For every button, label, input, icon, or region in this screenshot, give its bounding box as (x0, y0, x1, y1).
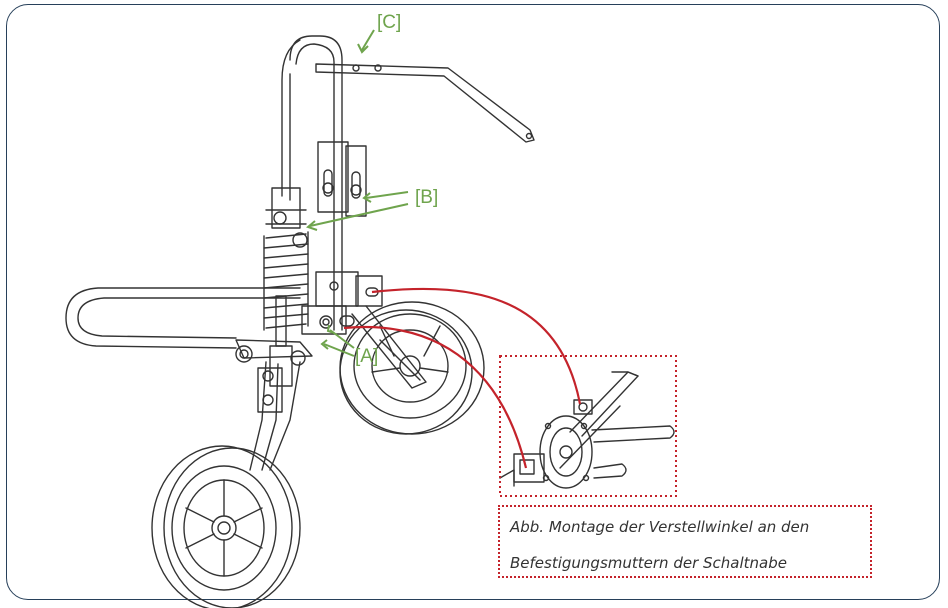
top-bar (315, 63, 535, 143)
footrest-frame (65, 287, 313, 366)
callout-lines (343, 287, 582, 469)
caption-line-1: Abb. Montage der Verstellwinkel an den (510, 518, 810, 536)
pointer-arrows (306, 29, 409, 357)
caption-box: Abb. Montage der Verstellwinkel an den B… (498, 505, 872, 578)
front-fork (249, 361, 301, 471)
wheel-arm (351, 305, 427, 389)
hub-detail-inset (499, 371, 675, 489)
inset-frame (499, 355, 677, 497)
diagram-frame (6, 4, 940, 600)
caption-line-2: Befestigungsmuttern der Schaltnabe (510, 554, 787, 572)
label-c: [C] (377, 12, 402, 33)
front-wheel (151, 445, 301, 608)
label-a: [A] (355, 346, 379, 367)
mount-bracket-upper (301, 271, 383, 335)
clamp-plates (317, 141, 367, 217)
spring-shock (263, 187, 309, 387)
push-handle (281, 35, 343, 331)
rear-wheel (339, 301, 485, 435)
label-b: [B] (415, 187, 439, 208)
